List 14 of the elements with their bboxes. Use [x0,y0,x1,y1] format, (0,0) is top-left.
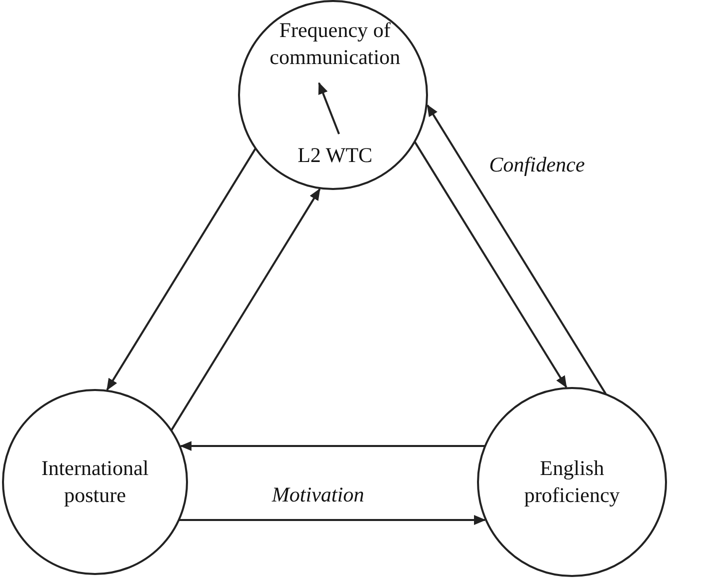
node-label: L2 WTC [295,142,375,170]
circle-node [2,389,188,575]
circle-node [477,387,667,577]
arrow [178,515,486,525]
arrow [106,148,256,391]
node-label: Frequency of communication [235,17,435,72]
arrow [170,188,321,431]
node-label: English proficiency [523,454,621,509]
arrow [318,82,340,134]
arrow [426,104,607,394]
circle-node [238,0,428,190]
node-label: International posture [40,454,150,509]
arrow [414,141,568,388]
arrow [180,441,486,451]
